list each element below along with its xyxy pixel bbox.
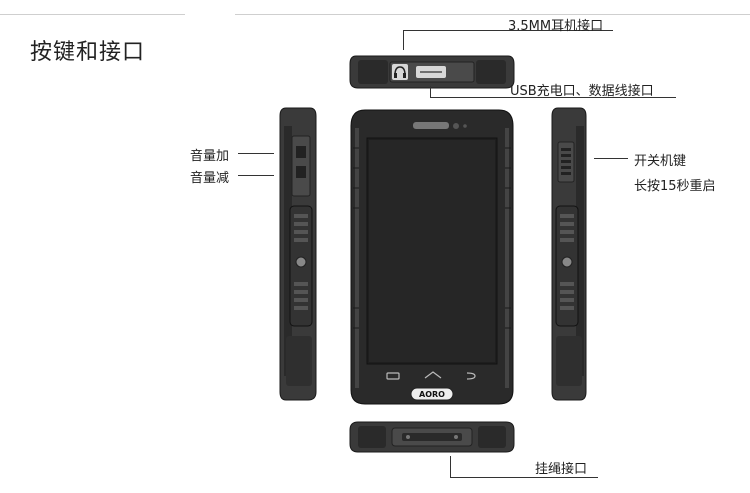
volume-down-leader [238,175,274,176]
phone-bottom-view [349,421,515,453]
page-title: 按键和接口 [30,40,146,65]
power-leader [594,158,628,159]
volume-up-label: 音量加 [190,149,230,164]
volume-down-label: 音量减 [190,171,230,186]
usb-port-label: USB充电口、数据线接口 [510,84,654,99]
top-rule-right [235,14,750,15]
top-rule-left [0,14,185,15]
menu-icon [386,372,400,380]
usb-leader-v [430,86,431,98]
power-hint-label: 长按15秒重启 [634,179,716,194]
headphone-icon [392,64,408,80]
headphone-leader-v [403,30,404,50]
home-icon [424,371,442,379]
headphone-jack-label: 3.5MM耳机接口 [508,19,604,34]
phone-left-side-view [279,107,317,401]
back-icon [466,372,476,380]
volume-up-leader [238,153,274,154]
lanyard-leader-v [450,456,451,478]
power-key-label: 开关机键 [634,154,687,169]
phone-right-side-view [551,107,587,401]
brand-logo: AORO [419,390,445,399]
headphone-leader-h [403,30,613,31]
phone-top-view [349,55,515,89]
lanyard-leader-h [450,477,598,478]
usb-leader-h [430,97,676,98]
phone-front-view: AORO [350,109,514,405]
lanyard-label: 挂绳接口 [535,462,588,477]
